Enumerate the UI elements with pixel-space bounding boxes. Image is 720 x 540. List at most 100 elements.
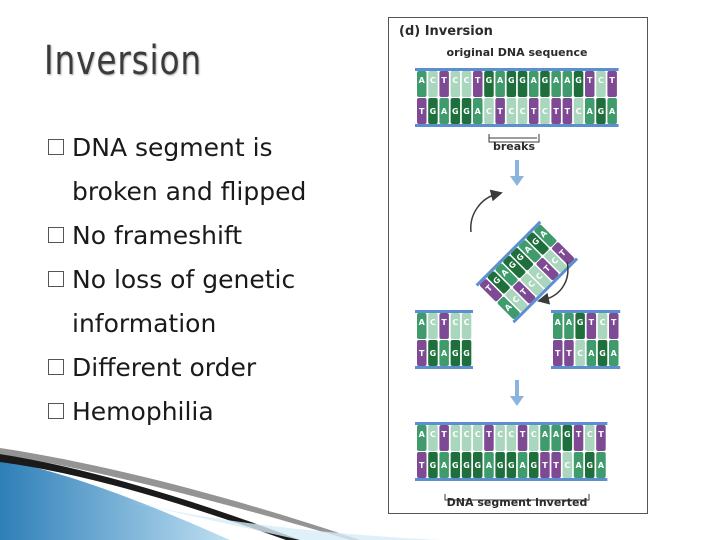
base-letter: C bbox=[520, 107, 526, 116]
base-letter: T bbox=[553, 107, 559, 116]
base-letter: C bbox=[511, 294, 522, 305]
base-letter: T bbox=[598, 430, 604, 439]
base-letter: A bbox=[588, 349, 595, 358]
base-letter: C bbox=[452, 318, 458, 327]
base-pair-top bbox=[518, 240, 541, 263]
base-letter: G bbox=[577, 318, 584, 327]
base-pair-bottom bbox=[495, 452, 505, 478]
base-pair-bottom bbox=[586, 340, 597, 366]
base-pair-bottom bbox=[428, 98, 438, 124]
base-letter: A bbox=[609, 107, 616, 116]
base-letter: A bbox=[566, 318, 573, 327]
base-letter: C bbox=[587, 430, 593, 439]
base-letter: A bbox=[538, 228, 549, 239]
base-letter: C bbox=[531, 430, 537, 439]
base-letter: A bbox=[475, 107, 482, 116]
base-pair-bottom bbox=[544, 250, 567, 273]
rotate-arrow-icon bbox=[470, 189, 503, 233]
panel-label: (d) Inversion bbox=[399, 24, 493, 39]
base-pair-bottom bbox=[461, 340, 472, 366]
slide-title: Inversion bbox=[44, 38, 202, 84]
bullet-item: DNA segment is broken and flipped bbox=[48, 126, 378, 214]
base-pair-top bbox=[484, 425, 494, 451]
base-letter: A bbox=[531, 76, 538, 85]
bullet-text: Different order bbox=[72, 353, 257, 382]
base-letter: G bbox=[486, 76, 493, 85]
base-letter: T bbox=[441, 430, 447, 439]
base-letter: T bbox=[565, 107, 571, 116]
base-pair-bottom bbox=[428, 452, 438, 478]
base-letter: G bbox=[575, 76, 582, 85]
base-letter: A bbox=[587, 107, 594, 116]
base-pair-bottom bbox=[529, 452, 539, 478]
base-pair-top bbox=[417, 313, 427, 339]
base-letter: C bbox=[508, 107, 514, 116]
base-letter: T bbox=[566, 349, 572, 358]
base-pair-bottom bbox=[520, 273, 543, 296]
base-letter: C bbox=[430, 430, 436, 439]
base-letter: A bbox=[564, 76, 571, 85]
bullet-text: No loss of genetic bbox=[72, 265, 296, 294]
base-pair-top bbox=[609, 313, 619, 339]
bullet-text: No frameshift bbox=[72, 221, 243, 250]
base-letter: C bbox=[526, 279, 537, 290]
base-letter: T bbox=[587, 76, 593, 85]
base-pair-bottom bbox=[517, 452, 528, 478]
base-letter: T bbox=[419, 107, 425, 116]
base-letter: C bbox=[577, 349, 583, 358]
base-letter: C bbox=[564, 461, 570, 470]
base-pair-bottom bbox=[607, 98, 617, 124]
base-letter: G bbox=[463, 107, 470, 116]
base-letter: C bbox=[497, 430, 503, 439]
base-pair-bottom bbox=[461, 452, 472, 478]
base-letter: C bbox=[508, 430, 514, 439]
base-pair-bottom bbox=[439, 452, 449, 478]
base-pair-bottom bbox=[517, 98, 528, 124]
base-letter: T bbox=[520, 430, 526, 439]
base-letter: G bbox=[430, 349, 437, 358]
base-letter: T bbox=[441, 76, 447, 85]
base-pair-bottom bbox=[439, 98, 449, 124]
base-pair-top bbox=[461, 425, 472, 451]
dna-backbone bbox=[512, 257, 579, 324]
base-pair-top bbox=[562, 425, 573, 451]
base-letter: A bbox=[542, 430, 549, 439]
base-letter: G bbox=[508, 76, 515, 85]
base-letter: G bbox=[507, 260, 518, 271]
base-pair-top bbox=[562, 71, 573, 97]
base-letter: A bbox=[611, 349, 618, 358]
base-letter: T bbox=[441, 318, 447, 327]
base-letter: C bbox=[452, 76, 458, 85]
bullet-item: No loss of genetic information bbox=[48, 258, 378, 346]
base-letter: T bbox=[531, 107, 537, 116]
down-arrow-icon bbox=[510, 396, 524, 406]
down-arrow-icon bbox=[510, 176, 524, 186]
base-letter: T bbox=[589, 318, 595, 327]
base-letter: T bbox=[555, 349, 561, 358]
base-pair-bottom bbox=[529, 98, 539, 124]
base-letter: G bbox=[474, 461, 481, 470]
base-pair-top bbox=[607, 71, 617, 97]
base-pair-bottom bbox=[495, 98, 505, 124]
base-letter: A bbox=[523, 244, 534, 255]
base-pair-bottom bbox=[573, 98, 584, 124]
base-letter: C bbox=[464, 318, 470, 327]
base-letter: T bbox=[558, 248, 569, 259]
base-pair-top bbox=[461, 313, 472, 339]
base-pair-top bbox=[428, 425, 438, 451]
bullet-item: Different order bbox=[48, 346, 378, 390]
base-letter: A bbox=[555, 318, 562, 327]
base-pair-top bbox=[506, 425, 517, 451]
base-letter: A bbox=[598, 461, 605, 470]
dna-backbone bbox=[551, 366, 621, 369]
base-letter: A bbox=[497, 76, 504, 85]
dna-backbone bbox=[415, 366, 473, 369]
base-pair-top bbox=[417, 425, 427, 451]
base-pair-bottom bbox=[585, 452, 595, 478]
base-letter: G bbox=[463, 349, 470, 358]
